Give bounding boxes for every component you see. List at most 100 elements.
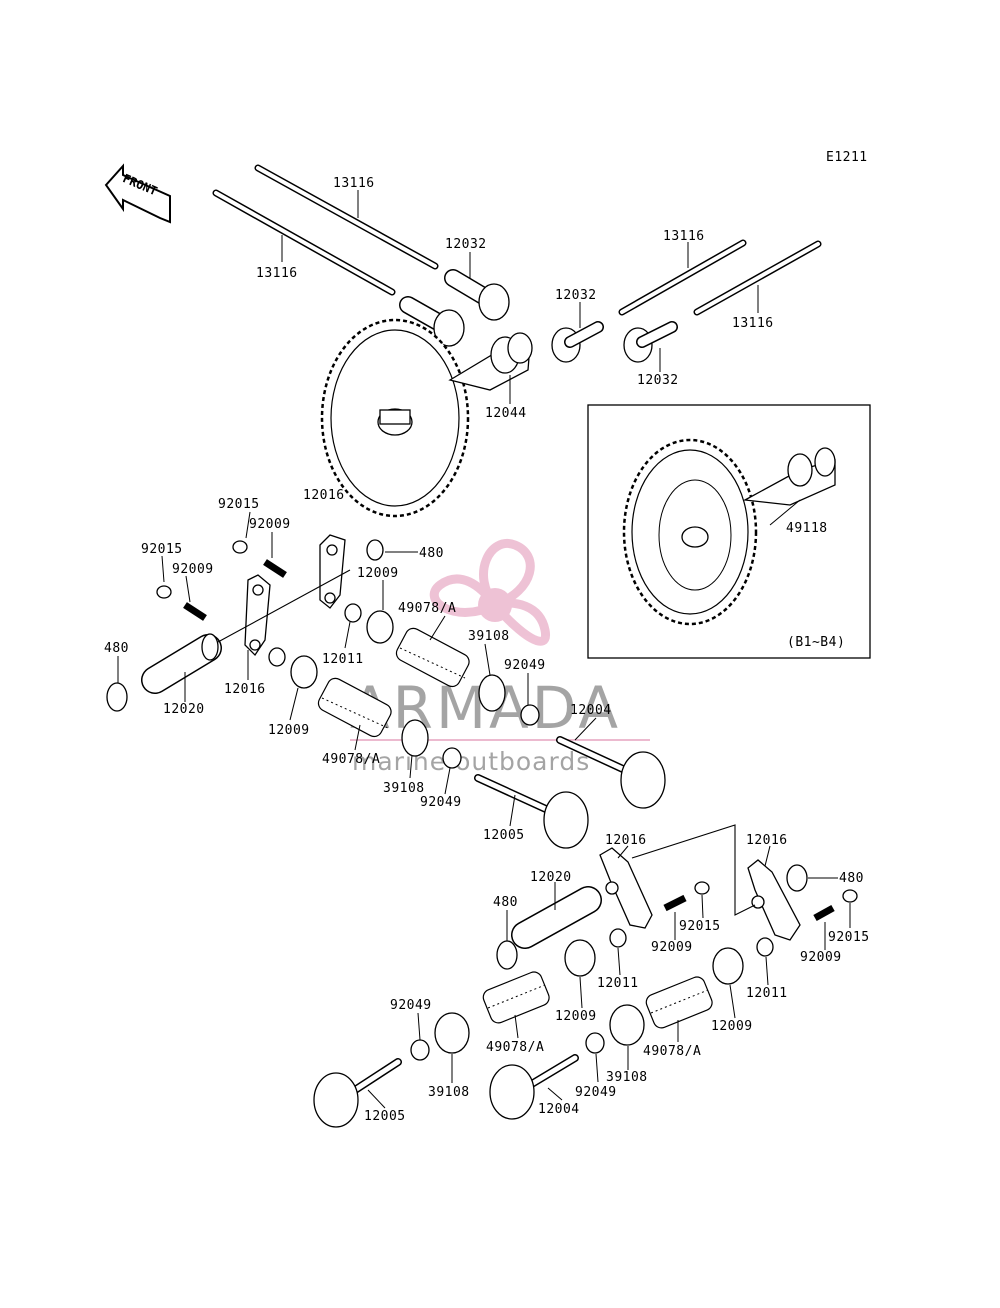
label-92009: 92009 — [249, 517, 291, 532]
label-12005: 12005 — [364, 1109, 406, 1124]
label-480: 480 — [419, 546, 444, 561]
label-12009: 12009 — [357, 566, 399, 581]
tappet-c — [551, 321, 604, 363]
label-13116: 13116 — [256, 266, 298, 281]
retainer-39108-d — [609, 1004, 645, 1046]
rocker-arm-lower-a — [599, 847, 653, 929]
nut-12011-b — [268, 647, 286, 667]
label-92015: 92015 — [828, 930, 870, 945]
label-49078a: 49078/A — [322, 752, 380, 767]
leader-lines — [117, 190, 851, 1109]
cotter-92049-b — [442, 747, 462, 769]
cotter-92049-d — [585, 1032, 605, 1054]
label-39108: 39108 — [383, 781, 425, 796]
watermark-tagline: marine outboards — [352, 747, 590, 776]
label-12005: 12005 — [483, 828, 525, 843]
adjuster-92009-a — [263, 559, 287, 578]
label-12032: 12032 — [445, 237, 487, 252]
nut-92015-c — [694, 881, 710, 895]
adjuster-92009-b — [183, 602, 207, 621]
tappet-b — [399, 296, 465, 347]
nut-92015-d — [842, 889, 858, 903]
spring-49078-c — [482, 971, 550, 1024]
label-12016: 12016 — [303, 488, 345, 503]
label-12032: 12032 — [555, 288, 597, 303]
seat-12009-a — [366, 610, 394, 644]
label-39108: 39108 — [606, 1070, 648, 1085]
push-rod-right-b — [693, 240, 822, 316]
label-39108: 39108 — [428, 1085, 470, 1100]
rocker-shaft-upper — [141, 633, 222, 694]
adjuster-92009-c — [663, 894, 687, 912]
inset-box: (B1~B4) — [587, 404, 871, 659]
label-92049: 92049 — [504, 658, 546, 673]
valve-12004-upper — [556, 736, 666, 809]
cotter-92049-a — [520, 704, 540, 726]
label-12016: 12016 — [605, 833, 647, 848]
push-rod-upper-left — [254, 164, 439, 270]
nut-92015-b — [156, 585, 172, 599]
label-49078a: 49078/A — [398, 601, 456, 616]
label-12004: 12004 — [538, 1102, 580, 1117]
diagram-code: E1211 — [826, 150, 868, 165]
label-480: 480 — [493, 895, 518, 910]
label-12004: 12004 — [570, 703, 612, 718]
spring-49078-d — [645, 976, 713, 1029]
label-12016: 12016 — [746, 833, 788, 848]
label-92049: 92049 — [390, 998, 432, 1013]
label-92009: 92009 — [651, 940, 693, 955]
label-12009: 12009 — [555, 1009, 597, 1024]
circlip-480-a — [106, 682, 128, 712]
circlip-480-b — [366, 539, 384, 561]
label-13116: 13116 — [663, 229, 705, 244]
label-92049: 92049 — [420, 795, 462, 810]
label-12009: 12009 — [268, 723, 310, 738]
label-12044: 12044 — [485, 406, 527, 421]
push-rod-lower-left — [212, 189, 396, 296]
label-480: 480 — [839, 871, 864, 886]
label-13116: 13116 — [333, 176, 375, 191]
camshaft-gear — [320, 318, 533, 518]
label-49078a: 49078/A — [486, 1040, 544, 1055]
label-13116: 13116 — [732, 316, 774, 331]
label-92015: 92015 — [141, 542, 183, 557]
rocker-arm-upper — [319, 534, 346, 609]
inset-label: (B1~B4) — [787, 635, 845, 650]
circlip-480-c — [496, 940, 518, 970]
nut-12011-a — [344, 603, 362, 623]
label-480: 480 — [104, 641, 129, 656]
rocker-arm-lower — [244, 574, 271, 657]
label-39108: 39108 — [468, 629, 510, 644]
nut-12011-c — [609, 928, 627, 948]
label-92009: 92009 — [800, 950, 842, 965]
label-12016: 12016 — [224, 682, 266, 697]
label-12011: 12011 — [322, 652, 364, 667]
label-92015: 92015 — [218, 497, 260, 512]
rocker-shaft-lower — [511, 886, 602, 949]
label-12020: 12020 — [530, 870, 572, 885]
tappet-d — [623, 321, 678, 363]
label-12011: 12011 — [597, 976, 639, 991]
valve-12005-upper — [474, 774, 589, 849]
nut-92015-a — [232, 540, 248, 554]
valve-12004-lower — [489, 1054, 579, 1120]
tappet-a — [444, 269, 510, 321]
seat-12009-c — [564, 939, 596, 977]
label-12011: 12011 — [746, 986, 788, 1001]
label-12009: 12009 — [711, 1019, 753, 1034]
cotter-92049-c — [410, 1039, 430, 1061]
nut-12011-d — [756, 937, 774, 957]
seat-12009-b — [290, 655, 318, 689]
label-92015: 92015 — [679, 919, 721, 934]
adjuster-92009-d — [813, 904, 835, 922]
front-arrow-icon: FRONT — [104, 163, 171, 224]
label-12020: 12020 — [163, 702, 205, 717]
spring-49078-a — [395, 627, 470, 688]
label-49118: 49118 — [786, 521, 828, 536]
seat-12009-d — [712, 947, 744, 985]
retainer-39108-b — [401, 719, 429, 757]
push-rod-right-a — [618, 239, 747, 316]
circlip-480-d — [786, 864, 808, 892]
retainer-39108-c — [434, 1012, 470, 1054]
